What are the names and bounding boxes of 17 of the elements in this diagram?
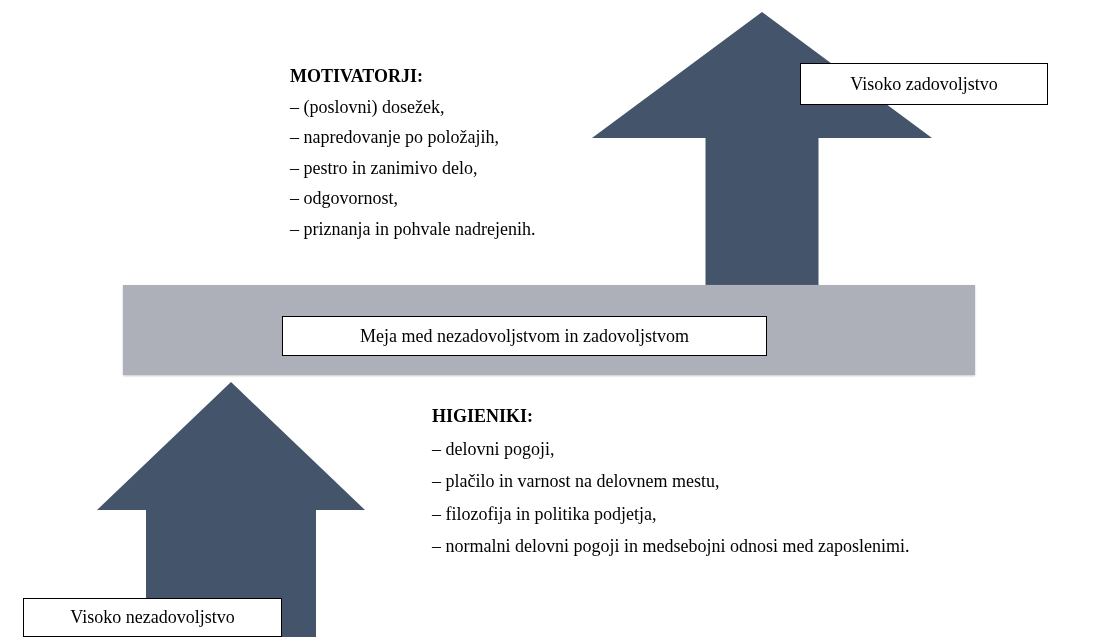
section-heading: HIGIENIKI: (432, 406, 534, 427)
text-box: Visoko nezadovoljstvo (23, 598, 282, 637)
list-item: – delovni pogoji, (432, 438, 555, 460)
list-item: – plačilo in varnost na delovnem mestu, (432, 471, 720, 492)
list-item: – filozofija in politika podjetja, (432, 503, 657, 525)
list-item: – priznanja in pohvale nadrejenih. (290, 218, 536, 240)
list-item: – napredovanje po položajih, (290, 127, 499, 148)
block-arrow (97, 382, 365, 637)
list-item: – pestro in zanimivo delo, (290, 157, 478, 179)
list-item: – normalni delovni pogoji in medsebojni odnosi med zaposlenimi. (432, 536, 910, 557)
list-item: – odgovornost, (290, 188, 398, 209)
text-box: Meja med nezadovoljstvom in zadovoljstvom (282, 316, 767, 356)
section-heading: MOTIVATORJI: (290, 66, 424, 87)
text-box: Visoko zadovoljstvo (800, 63, 1048, 105)
list-item: – (poslovni) dosežek, (290, 96, 445, 118)
boundary-band (123, 285, 975, 375)
block-arrow (592, 12, 932, 285)
